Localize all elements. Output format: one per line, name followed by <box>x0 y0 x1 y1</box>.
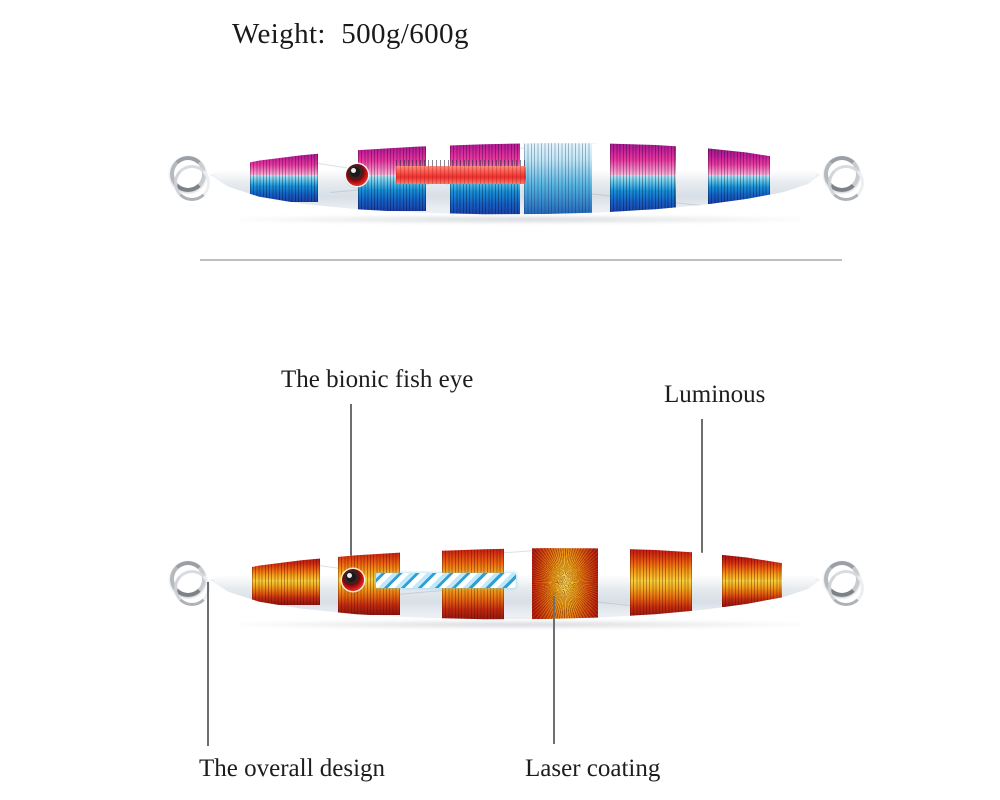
lure-top-body <box>210 130 820 220</box>
weight-label: Weight: 500g/600g <box>232 18 469 50</box>
bionic-fish-eye <box>346 164 368 186</box>
section-divider <box>200 259 842 261</box>
laser-coating-window <box>396 160 526 184</box>
split-ring-icon <box>824 156 864 201</box>
lure-bottom <box>170 535 864 629</box>
annotation-laser-coating: Laser coating <box>525 755 661 782</box>
split-ring-icon <box>170 561 210 606</box>
annotation-bionic-fish-eye: The bionic fish eye <box>281 366 474 393</box>
leader-line-luminous <box>701 419 703 567</box>
lure-top-shadow <box>240 215 800 224</box>
bionic-fish-eye <box>342 569 364 591</box>
lure-bottom-body <box>210 535 820 625</box>
leader-line-laser-coating <box>553 596 555 744</box>
holo-patch <box>630 548 692 618</box>
luminous-strip <box>376 573 516 588</box>
foil-sweep <box>524 143 592 215</box>
split-ring-icon <box>170 156 210 201</box>
annotation-luminous: Luminous <box>664 381 766 408</box>
split-ring-icon <box>824 561 864 606</box>
lure-bottom-shadow <box>240 620 800 629</box>
holo-patch <box>610 143 676 213</box>
leader-line-overall-design <box>207 582 209 746</box>
holo-burst-patch <box>532 548 598 620</box>
annotation-overall-design: The overall design <box>199 755 386 782</box>
lure-top <box>170 130 864 224</box>
leader-line-bionic-fish-eye <box>350 404 352 569</box>
